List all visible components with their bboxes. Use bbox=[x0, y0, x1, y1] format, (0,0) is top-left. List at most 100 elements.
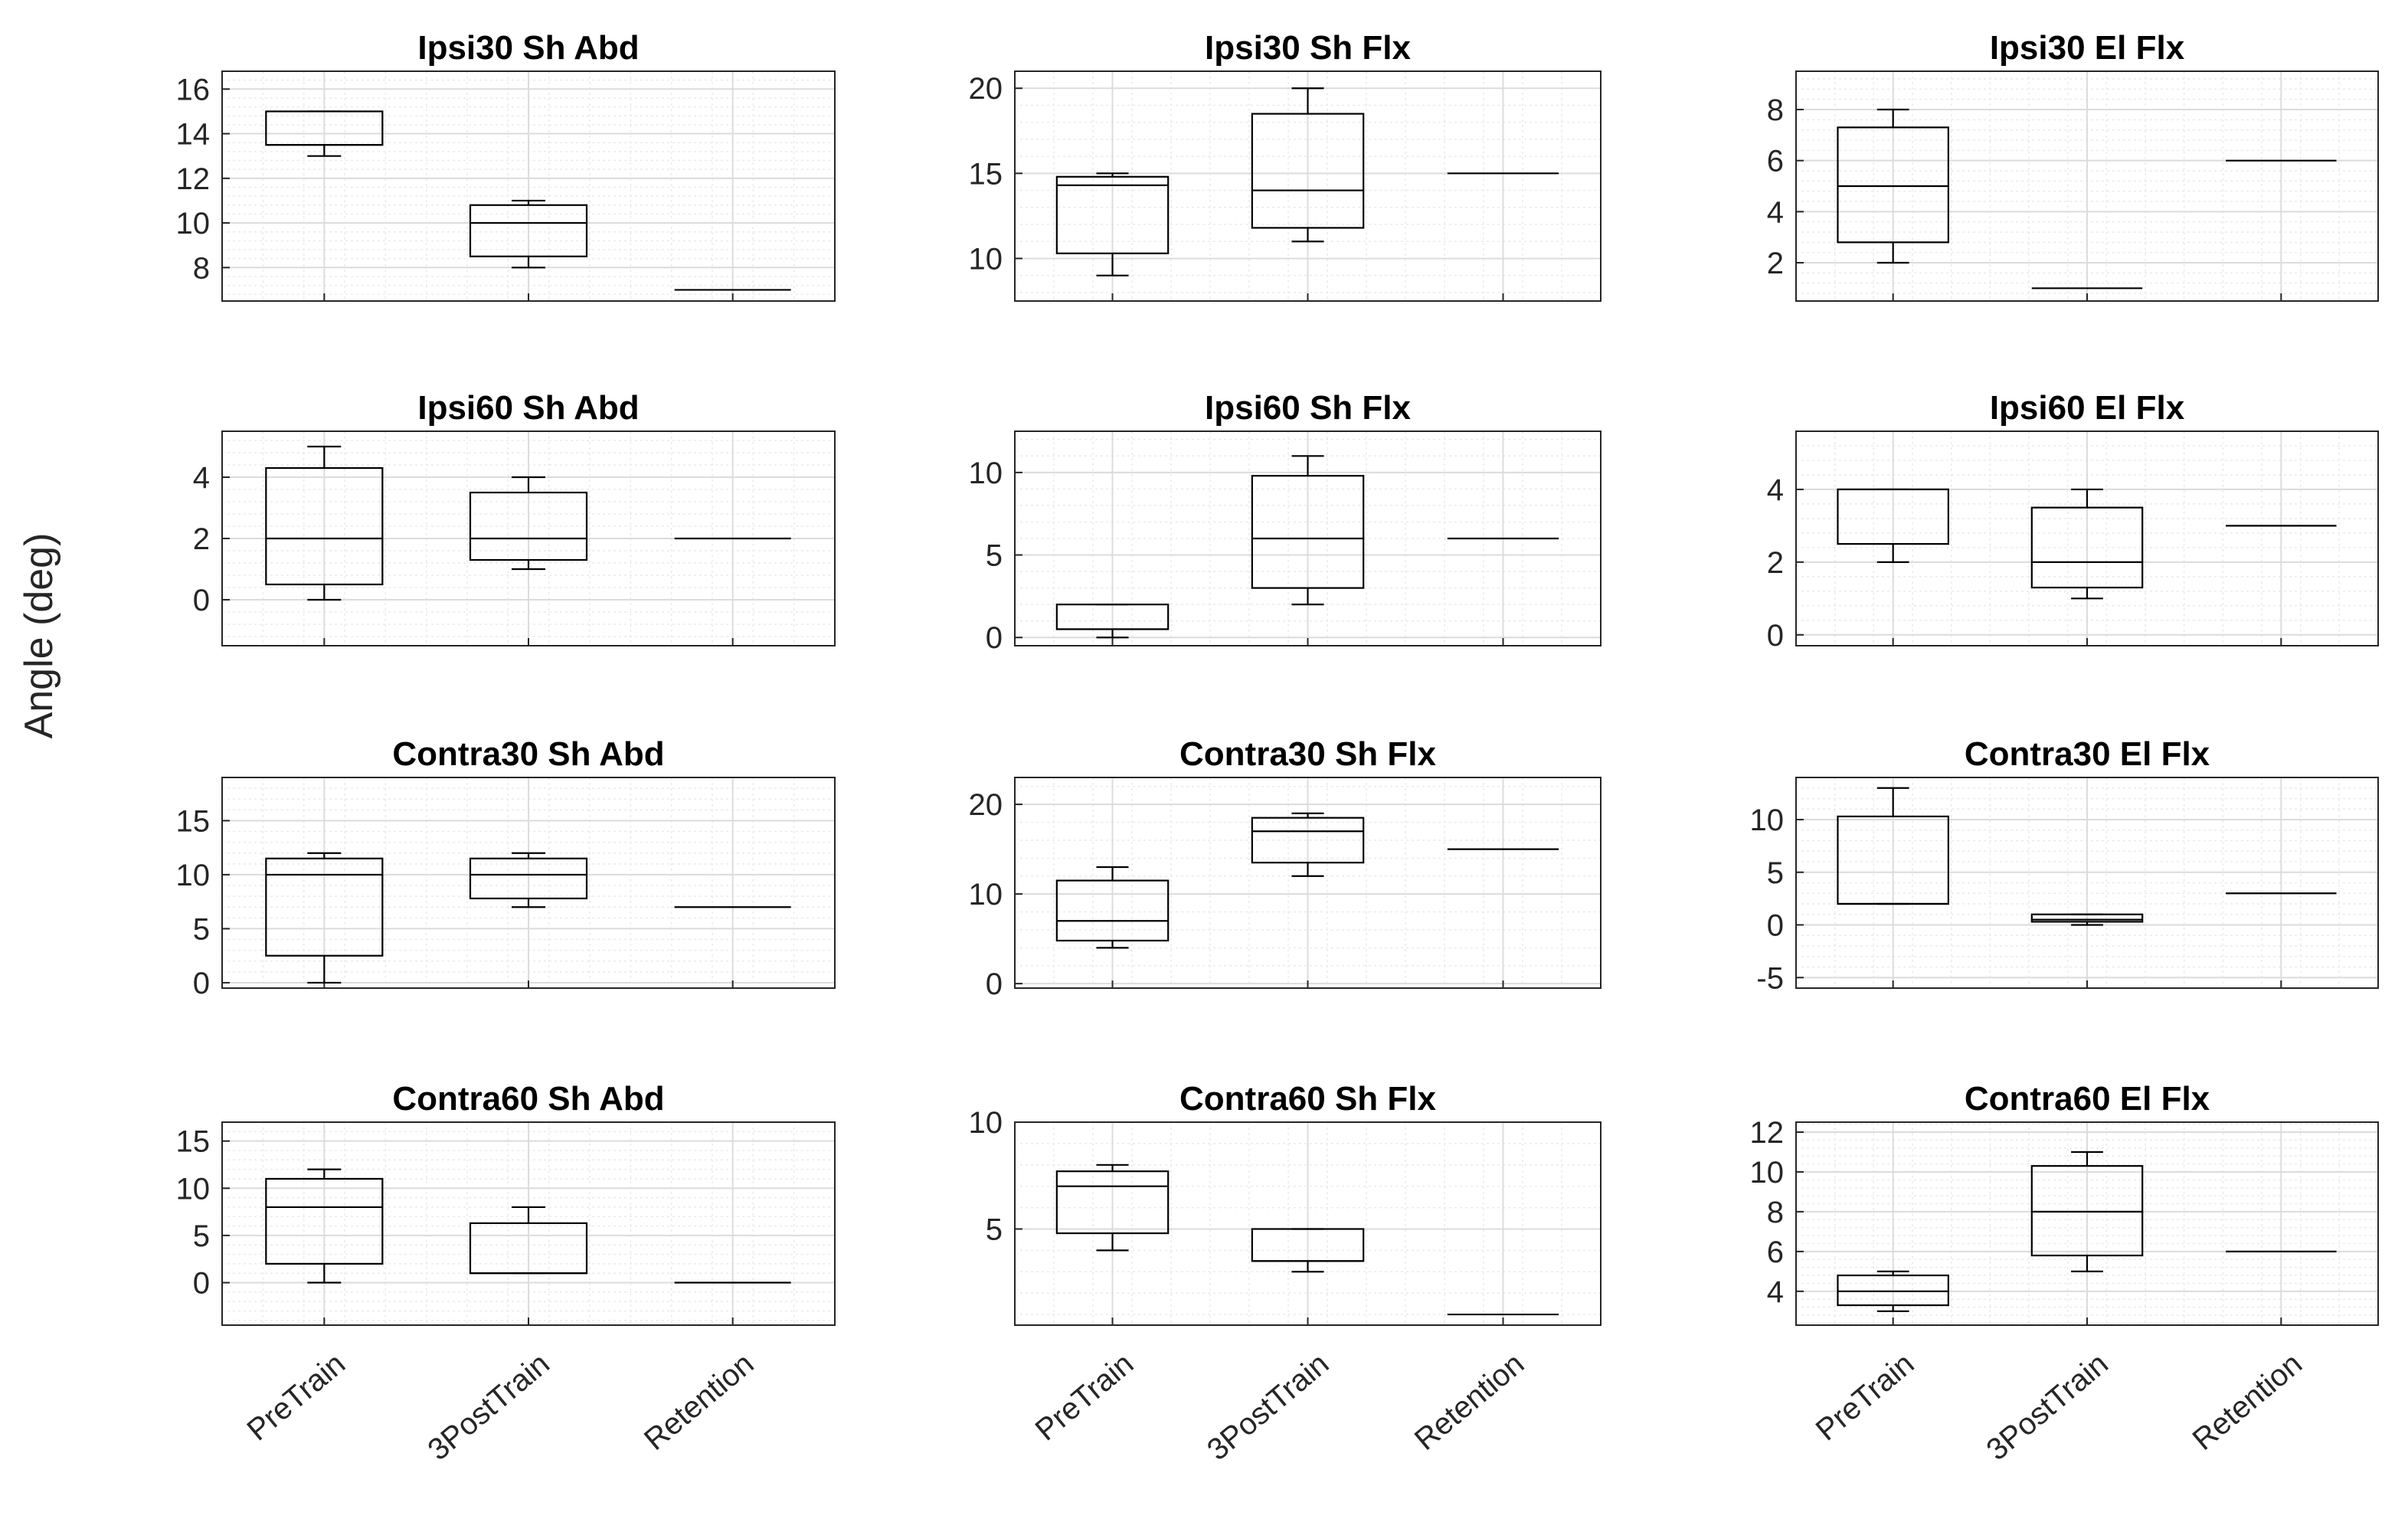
x-category-label: Retention bbox=[2187, 1347, 2308, 1457]
iqr-box bbox=[1251, 817, 1365, 864]
x-category-label: 3PostTrain bbox=[1201, 1347, 1335, 1467]
y-tick-label: 10 bbox=[969, 457, 1003, 490]
x-category-label: Retention bbox=[638, 1347, 760, 1457]
y-tick-label: 0 bbox=[986, 621, 1003, 655]
y-tick-label: 20 bbox=[969, 72, 1003, 106]
y-tick-label: 4 bbox=[1767, 195, 1784, 229]
y-tick-label: 12 bbox=[176, 162, 211, 196]
y-tick-label: 5 bbox=[986, 1213, 1003, 1246]
box-3posttrain bbox=[1251, 812, 1365, 877]
box-3posttrain bbox=[469, 476, 588, 571]
panel-title: Ipsi60 Sh Flx bbox=[1205, 389, 1412, 427]
y-tick-label: 0 bbox=[193, 584, 210, 617]
box-pretrain bbox=[1055, 604, 1170, 639]
box-3posttrain bbox=[1251, 455, 1365, 606]
x-category-label: PreTrain bbox=[1810, 1347, 1921, 1447]
y-tick-label: 6 bbox=[1767, 145, 1784, 178]
panel-title: Contra30 Sh Abd bbox=[392, 735, 664, 773]
box-3posttrain bbox=[2030, 1151, 2144, 1272]
y-tick-label: 8 bbox=[1767, 93, 1784, 127]
box-3posttrain bbox=[469, 199, 588, 269]
panel-contra30-sh-flx: 0 10 20 Contra30 Sh Flx bbox=[969, 735, 1602, 1001]
y-tick-label: -5 bbox=[1756, 961, 1784, 995]
y-tick-label: 4 bbox=[193, 461, 210, 495]
iqr-box bbox=[1055, 879, 1170, 942]
y-tick-label: 16 bbox=[176, 73, 211, 106]
iqr-box bbox=[1055, 1170, 1170, 1235]
y-tick-label: 15 bbox=[176, 804, 211, 838]
box-pretrain bbox=[1837, 1270, 1949, 1312]
panel-title: Contra60 Sh Abd bbox=[392, 1080, 664, 1118]
iqr-box bbox=[469, 857, 588, 900]
y-tick-label: 0 bbox=[193, 967, 210, 1000]
y-tick-label: 14 bbox=[176, 118, 211, 152]
iqr-box bbox=[265, 466, 384, 586]
y-tick-label: 5 bbox=[1767, 856, 1784, 890]
iqr-box bbox=[469, 204, 588, 257]
figure-y-axis-label: Angle (deg) bbox=[17, 533, 61, 739]
box-3posttrain bbox=[1251, 87, 1365, 243]
iqr-box bbox=[1055, 175, 1170, 254]
y-tick-label: 10 bbox=[969, 878, 1003, 912]
y-tick-label: 10 bbox=[969, 242, 1003, 276]
y-tick-label: 10 bbox=[176, 1172, 211, 1206]
y-tick-label: 2 bbox=[193, 522, 210, 556]
iqr-box bbox=[469, 491, 588, 561]
box-pretrain bbox=[1837, 108, 1949, 264]
iqr-box bbox=[1837, 1274, 1949, 1307]
panel-title: Ipsi30 Sh Abd bbox=[417, 29, 639, 67]
box-pretrain bbox=[265, 852, 384, 984]
box-pretrain bbox=[265, 1168, 384, 1284]
box-3posttrain bbox=[2030, 913, 2144, 926]
y-tick-label: 20 bbox=[969, 788, 1003, 822]
y-tick-label: 4 bbox=[1767, 1275, 1784, 1309]
y-tick-label: 2 bbox=[1767, 247, 1784, 280]
y-tick-label: 15 bbox=[176, 1125, 211, 1159]
y-tick-label: 4 bbox=[1767, 473, 1784, 507]
panel-title: Ipsi60 Sh Abd bbox=[417, 389, 639, 427]
y-tick-label: 10 bbox=[176, 859, 211, 892]
box-pretrain bbox=[1055, 1164, 1170, 1252]
y-tick-label: 10 bbox=[1750, 1156, 1785, 1190]
box-pretrain bbox=[265, 110, 384, 157]
y-tick-label: 5 bbox=[193, 912, 210, 946]
y-tick-label: 15 bbox=[969, 157, 1003, 191]
y-tick-label: 2 bbox=[1767, 546, 1784, 580]
iqr-box bbox=[1251, 113, 1365, 229]
box-pretrain bbox=[265, 445, 384, 601]
box-3posttrain bbox=[469, 1206, 588, 1275]
y-tick-label: 10 bbox=[1750, 804, 1785, 837]
panel-ipsi30-el-flx: 2 4 6 8 Ipsi30 El Flx bbox=[1767, 29, 2379, 302]
iqr-box bbox=[2030, 506, 2144, 589]
panel-title: Ipsi60 El Flx bbox=[1990, 389, 2185, 427]
y-tick-label: 0 bbox=[1767, 909, 1784, 943]
panel-title: Contra60 Sh Flx bbox=[1179, 1080, 1436, 1118]
y-tick-label: 10 bbox=[176, 207, 211, 241]
panel-title: Ipsi30 El Flx bbox=[1990, 29, 2185, 67]
iqr-box bbox=[265, 857, 384, 957]
panel-contra30-sh-abd: 0 5 10 15 Contra30 Sh Abd bbox=[176, 735, 836, 1000]
panel-title: Contra30 Sh Flx bbox=[1179, 735, 1436, 773]
y-tick-label: 0 bbox=[986, 967, 1003, 1001]
y-tick-label: 6 bbox=[1767, 1236, 1784, 1269]
box-3posttrain bbox=[469, 852, 588, 908]
box-pretrain bbox=[1837, 787, 1949, 905]
iqr-box bbox=[2030, 913, 2144, 923]
y-tick-label: 10 bbox=[969, 1106, 1003, 1140]
panel-ipsi60-sh-abd: 0 2 4 Ipsi60 Sh Abd bbox=[193, 389, 836, 646]
y-tick-label: 8 bbox=[1767, 1196, 1784, 1229]
box-pretrain bbox=[1837, 488, 1949, 563]
y-tick-label: 12 bbox=[1750, 1116, 1785, 1150]
y-tick-label: 0 bbox=[193, 1267, 210, 1301]
iqr-box bbox=[1251, 475, 1365, 589]
panel-title: Contra60 El Flx bbox=[1965, 1080, 2210, 1118]
x-category-label: 3PostTrain bbox=[421, 1347, 555, 1467]
